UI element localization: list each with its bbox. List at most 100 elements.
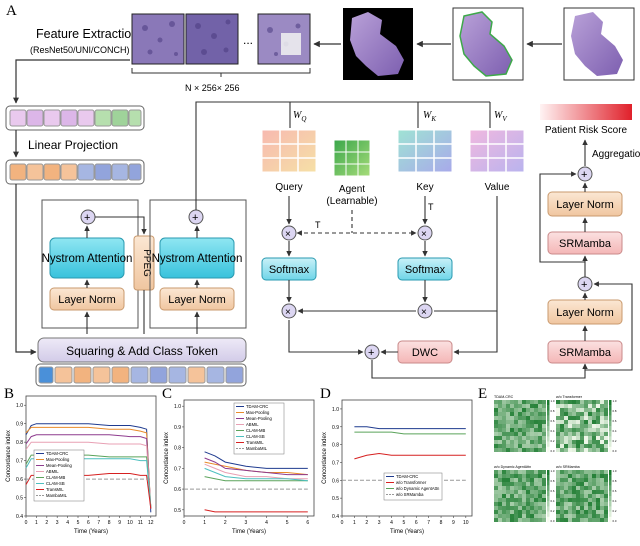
heatmap-cell xyxy=(494,478,498,482)
heatmap-cell xyxy=(498,502,502,506)
heatmap-cell xyxy=(510,502,514,506)
heatmap-cell xyxy=(534,482,538,486)
heatmap-cell xyxy=(502,506,506,510)
heatmap-cell xyxy=(584,494,588,498)
heatmap-cell xyxy=(584,478,588,482)
heatmap-cell xyxy=(588,482,592,486)
series-line xyxy=(354,431,466,435)
agent-sub-label: (Learnable) xyxy=(326,196,377,207)
heatmap-cell xyxy=(522,412,526,416)
heatmap-cell xyxy=(502,514,506,518)
heatmap-cell xyxy=(596,470,600,474)
x-tick-label: 4 xyxy=(66,520,69,526)
colorbar-step xyxy=(609,400,612,406)
heatmap-cell xyxy=(518,432,522,436)
heatmap-cell xyxy=(538,486,542,490)
dwc-label: DWC xyxy=(412,347,438,359)
arrow-features-down xyxy=(13,59,130,104)
heatmap-cell xyxy=(592,502,596,506)
heatmap-cell xyxy=(564,440,568,444)
y-axis-label: Concordance index xyxy=(6,430,12,482)
heatmap-cell xyxy=(502,510,506,514)
heatmap-cell xyxy=(534,416,538,420)
legend-label: w/o SRMamba xyxy=(396,492,424,497)
heatmap-cell xyxy=(522,432,526,436)
heatmap-cell xyxy=(502,498,506,502)
heatmap-cell xyxy=(522,506,526,510)
matmul-node-kv-x: × xyxy=(421,307,427,318)
heatmap-cell xyxy=(534,490,538,494)
heatmap-cell xyxy=(584,428,588,432)
colorbar-step xyxy=(547,516,550,523)
heatmap-cell xyxy=(568,470,572,474)
tile-highlight xyxy=(281,33,301,55)
x-tick-label: 6 xyxy=(306,520,309,526)
heatmap-cell xyxy=(502,424,506,428)
heatmap-cell xyxy=(568,432,572,436)
query-matrix xyxy=(261,129,317,173)
heatmap-cell xyxy=(592,474,596,478)
heatmap-cell xyxy=(588,444,592,448)
heatmap-cell xyxy=(560,470,564,474)
heatmap-cell xyxy=(510,428,514,432)
heatmap-cell xyxy=(568,424,572,428)
key-matrix xyxy=(397,129,453,173)
heatmap-cell xyxy=(564,428,568,432)
heatmap-cell xyxy=(580,436,584,440)
heatmap-cell xyxy=(604,400,608,404)
heatmap-cell xyxy=(542,420,546,424)
heatmap-cell xyxy=(526,412,530,416)
aggregation-label: Aggregation xyxy=(592,149,640,160)
heatmap-cell xyxy=(600,440,604,444)
heatmap-cell xyxy=(498,482,502,486)
heatmap-cell xyxy=(572,474,576,478)
x-tick-label: 2 xyxy=(45,520,48,526)
heatmap-cell xyxy=(542,416,546,420)
heatmap-cell xyxy=(592,400,596,404)
heatmap-cell xyxy=(572,440,576,444)
heatmap-cell xyxy=(576,494,580,498)
heatmap-cell xyxy=(604,506,608,510)
heatmap-cell xyxy=(518,518,522,522)
heatmap-cell xyxy=(568,494,572,498)
heatmap-cell xyxy=(542,486,546,490)
heatmap-cell xyxy=(568,486,572,490)
heatmap-cell xyxy=(534,518,538,522)
heatmap-cell xyxy=(502,478,506,482)
heatmap-cell xyxy=(494,444,498,448)
heatmap-cell xyxy=(530,510,534,514)
heatmap-cell xyxy=(530,424,534,428)
heatmap-cell xyxy=(604,474,608,478)
heatmap-cell xyxy=(560,436,564,440)
heatmap-cell xyxy=(564,478,568,482)
heatmap-cell xyxy=(572,486,576,490)
heatmap-cell xyxy=(534,486,538,490)
colorbar-tick: 0.8 xyxy=(551,479,555,483)
colorbar-step xyxy=(547,426,550,432)
heatmap-cell xyxy=(584,486,588,490)
heatmap-cell xyxy=(592,436,596,440)
heatmap-cell xyxy=(584,490,588,494)
heatmap-cell xyxy=(572,448,576,452)
srmamba-1-label: SRMamba xyxy=(559,347,612,359)
heatmap-cell xyxy=(576,510,580,514)
heatmap-cell xyxy=(494,494,498,498)
heatmap-cell xyxy=(518,482,522,486)
heatmap-cell xyxy=(534,408,538,412)
heatmap-cell xyxy=(514,432,518,436)
legend-label: MambaMIL xyxy=(46,493,68,498)
heatmap-cell xyxy=(596,498,600,502)
legend-box xyxy=(33,449,85,502)
heatmap-cell xyxy=(542,404,546,408)
heatmap-cell xyxy=(556,514,560,518)
heatmap-cell xyxy=(506,478,510,482)
heatmap-cell xyxy=(560,448,564,452)
heatmap-cell xyxy=(510,510,514,514)
heatmap-cell xyxy=(518,416,522,420)
y-tick-label: 0.9 xyxy=(174,425,181,431)
heatmap-cell xyxy=(592,494,596,498)
heatmap-cell xyxy=(530,490,534,494)
heatmap-cell xyxy=(534,494,538,498)
squaring-block[interactable] xyxy=(37,337,247,363)
